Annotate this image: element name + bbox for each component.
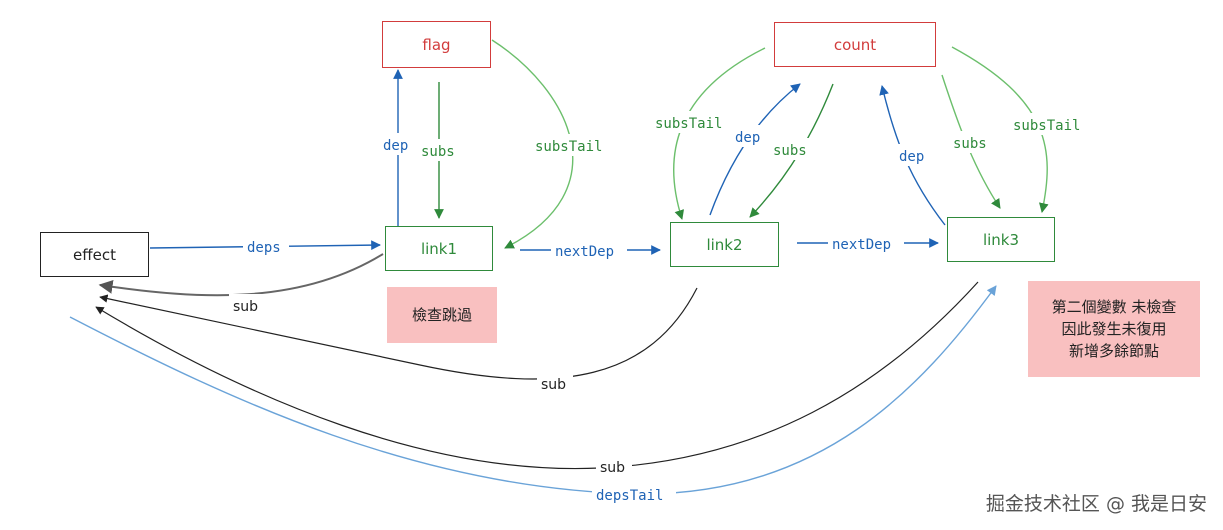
node-effect: effect xyxy=(40,232,149,277)
node-flag: flag xyxy=(382,21,491,68)
edge-effect-depstail-link3 xyxy=(69,285,997,495)
label-nextdep-1: nextDep xyxy=(555,244,614,260)
label-subs-count-link3: subs xyxy=(953,136,987,152)
note-skip-check: 檢查跳過 xyxy=(387,287,497,343)
label-sub-link3: sub xyxy=(600,460,625,476)
watermark: 掘金技术社区 @ 我是日安 xyxy=(985,493,1207,515)
node-effect-label: effect xyxy=(73,245,116,264)
edge-link2-sub-effect xyxy=(99,287,698,380)
label-subs-flag: subs xyxy=(421,144,455,160)
node-link1: link1 xyxy=(385,226,493,271)
label-subs-count-link2: subs xyxy=(773,143,807,159)
label-depstail: depsTail xyxy=(596,488,663,504)
label-nextdep-2: nextDep xyxy=(832,237,891,253)
label-sub-link1: sub xyxy=(233,299,258,315)
node-count: count xyxy=(774,22,936,67)
label-sub-link2: sub xyxy=(541,377,566,393)
label-deps: deps xyxy=(247,240,281,256)
node-link3-label: link3 xyxy=(982,230,1020,249)
node-link1-label: link1 xyxy=(420,239,458,258)
label-dep-link3: dep xyxy=(899,149,924,165)
node-count-label: count xyxy=(833,35,877,54)
label-substail-flag: subsTail xyxy=(535,139,602,155)
label-substail-count-link3: subsTail xyxy=(1013,118,1080,134)
node-link2: link2 xyxy=(670,222,779,267)
note-second-variable: 第二個變數 未檢查 因此發生未復用 新增多餘節點 xyxy=(1028,281,1200,377)
node-link3: link3 xyxy=(947,217,1055,262)
label-dep-link2: dep xyxy=(735,130,760,146)
node-link2-label: link2 xyxy=(706,235,743,254)
node-flag-label: flag xyxy=(422,35,451,54)
label-substail-count-link2: subsTail xyxy=(655,116,722,132)
label-dep-link1: dep xyxy=(383,138,408,154)
